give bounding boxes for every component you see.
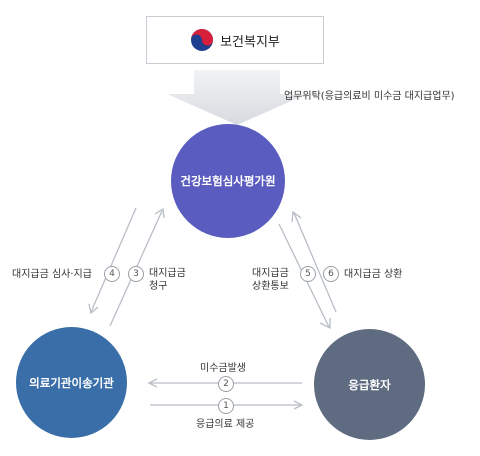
step-5-badge: 5 <box>300 266 316 282</box>
ministry-name: 보건복지부 <box>220 34 280 50</box>
step-2-badge: 2 <box>218 376 234 392</box>
node-review-agency: 건강보험심사평가원 <box>171 124 285 238</box>
step-3-label: 대지급금 청구 <box>149 268 186 292</box>
step-6-label: 대지급금 상환 <box>344 269 403 280</box>
node-review-label: 건강보험심사평가원 <box>180 174 276 188</box>
node-patient: 응급환자 <box>314 329 425 440</box>
step-1-label: 응급의료 제공 <box>196 419 255 430</box>
node-hospital: 의료기관이송기관 <box>16 327 127 438</box>
step-2-label: 미수금발생 <box>200 363 246 374</box>
step-3-badge: 3 <box>128 266 144 282</box>
step-1-badge: 1 <box>218 398 234 414</box>
node-patient-label: 응급환자 <box>348 377 391 392</box>
delegation-label: 업무위탁(응급의료비 미수금 대지급업무) <box>284 91 455 102</box>
step-6-badge: 6 <box>323 266 339 282</box>
step-4-badge: 4 <box>104 266 120 282</box>
step-5-label: 대지급금 상환통보 <box>252 268 289 292</box>
node-hospital-label: 의료기관이송기관 <box>29 375 114 390</box>
ministry-box: 보건복지부 <box>146 16 324 64</box>
taegeuk-logo-icon <box>191 29 214 51</box>
arrow-6 <box>293 212 337 313</box>
arrow-4 <box>90 207 137 313</box>
step-4-label: 대지급금 심사·지급 <box>12 269 92 280</box>
delegation-arrow <box>167 70 307 125</box>
